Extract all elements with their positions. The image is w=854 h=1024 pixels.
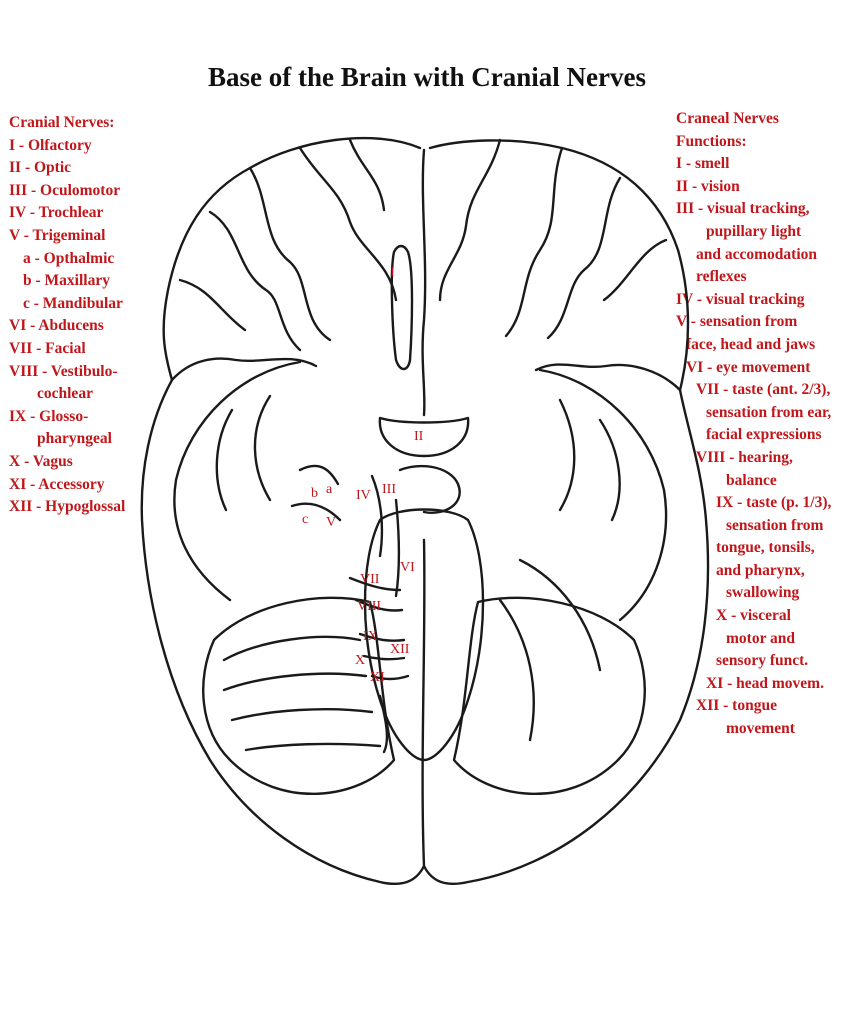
- legend-line: IV - Trochlear: [9, 204, 104, 222]
- legend-line: VIII - Vestibulo-: [9, 362, 118, 380]
- function-line: and pharynx,: [716, 561, 805, 579]
- function-line: facial expressions: [706, 426, 822, 444]
- legend-line: VI - Abducens: [9, 317, 104, 335]
- legend-line: X - Vagus: [9, 452, 73, 470]
- function-line: balance: [726, 471, 777, 489]
- label-a: a: [326, 482, 333, 497]
- label-IX: IX: [363, 629, 378, 644]
- function-line: X - visceral: [716, 607, 791, 625]
- function-line: VIII - hearing,: [696, 448, 793, 466]
- function-line: movement: [726, 720, 795, 738]
- function-line: Craneal Nerves: [676, 110, 779, 127]
- function-line: VII - taste (ant. 2/3),: [696, 381, 831, 399]
- legend-line: XI - Accessory: [9, 475, 105, 493]
- function-line: XII - tongue: [696, 697, 777, 715]
- function-line: IV - visual tracking: [676, 290, 805, 308]
- label-c: c: [302, 512, 308, 527]
- function-line: face, head and jaws: [686, 335, 816, 353]
- function-line: Functions:: [676, 132, 747, 150]
- function-line: and accomodation: [696, 245, 817, 263]
- legend-line: b - Maxillary: [23, 272, 110, 290]
- function-line: XI - head movem.: [706, 674, 824, 692]
- label-VII: VII: [360, 572, 380, 587]
- olfactory-bulb: [390, 244, 414, 371]
- legend-line: III - Oculomotor: [9, 181, 121, 199]
- optic-chiasm: [378, 416, 470, 458]
- function-line: sensation from: [726, 516, 824, 534]
- function-line: reflexes: [696, 268, 747, 286]
- function-line: II - vision: [676, 177, 740, 195]
- label-XII: XII: [390, 642, 410, 657]
- legend-line: II - Optic: [9, 159, 71, 177]
- function-line: motor and: [726, 629, 796, 647]
- label-X: X: [355, 653, 365, 668]
- legend-line: pharyngeal: [37, 430, 112, 448]
- function-line: sensation from ear,: [706, 403, 832, 421]
- cerebellum-right: [452, 596, 646, 796]
- label-b: b: [311, 486, 318, 501]
- label-III: III: [382, 482, 396, 497]
- brainstem: [363, 508, 485, 762]
- function-line: sensory funct.: [716, 652, 809, 670]
- legend-line: V - Trigeminal: [9, 226, 106, 244]
- function-line: VI - eye movement: [686, 358, 811, 376]
- label-II: II: [414, 429, 424, 444]
- diagram-title: Base of the Brain with Cranial Nerves: [208, 62, 646, 92]
- legend-line: VII - Facial: [9, 339, 86, 357]
- label-IV: IV: [356, 488, 371, 503]
- legend-line: I - Olfactory: [9, 136, 92, 154]
- label-I: I: [390, 265, 395, 280]
- function-line: I - smell: [676, 155, 730, 173]
- legend-line: IX - Glosso-: [9, 407, 89, 425]
- function-line: III - visual tracking,: [676, 200, 810, 218]
- cerebellum-left: [202, 596, 396, 796]
- label-VIII: VIII: [357, 599, 381, 614]
- legend-line: a - Opthalmic: [23, 249, 115, 267]
- function-line: pupillary light: [706, 222, 802, 240]
- legend-line: cochlear: [37, 385, 93, 403]
- label-V: V: [326, 515, 336, 530]
- function-line: tongue, tonsils,: [716, 539, 815, 557]
- longitudinal-fissure: [421, 148, 427, 417]
- label-XI: XI: [370, 670, 385, 685]
- legend-line: XII - Hypoglossal: [9, 498, 126, 516]
- label-VI: VI: [400, 560, 415, 575]
- legend-line: c - Mandibular: [23, 294, 123, 312]
- function-line: swallowing: [726, 584, 800, 602]
- legend-line: Cranial Nerves:: [9, 114, 115, 131]
- function-line: IX - taste (p. 1/3),: [716, 494, 832, 512]
- function-line: V - sensation from: [676, 313, 798, 331]
